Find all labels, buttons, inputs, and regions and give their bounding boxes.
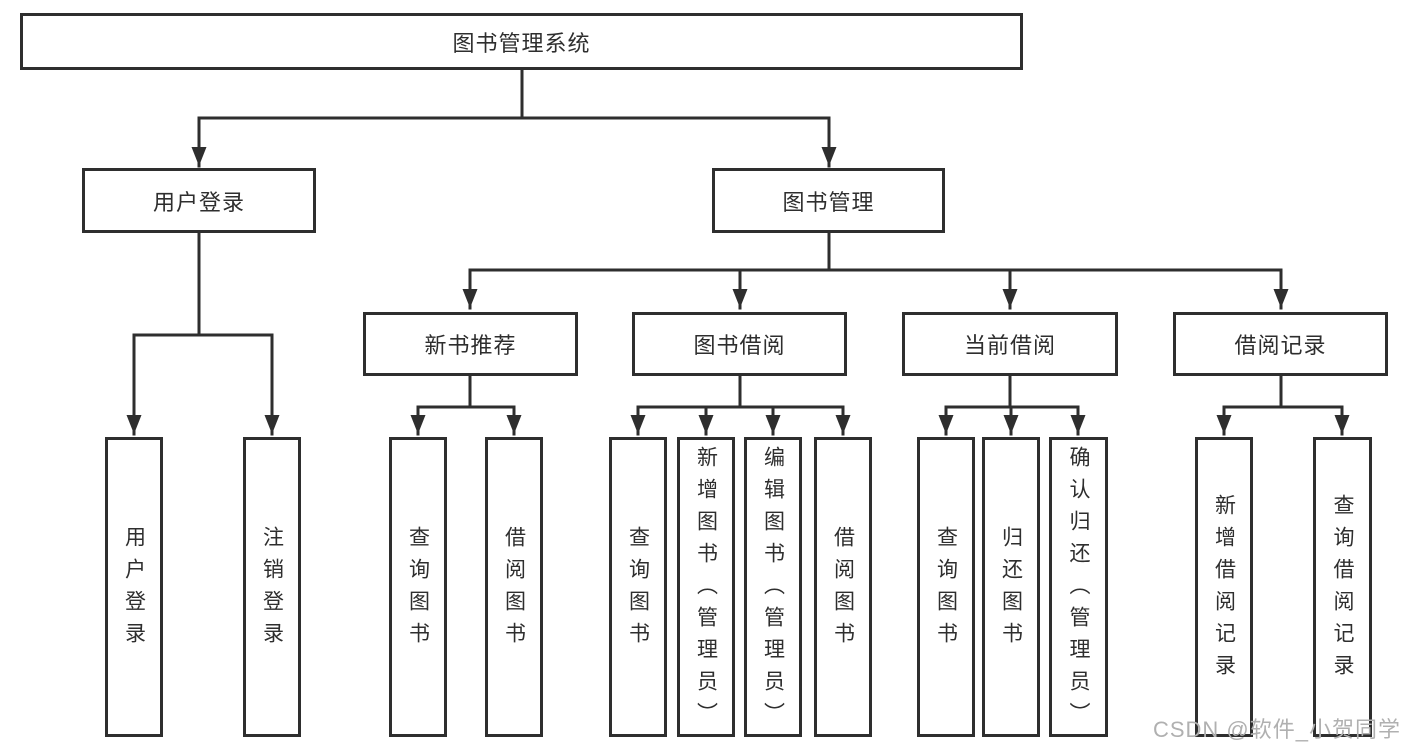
leaf-confirm-return-admin: 确认归还（管理员） <box>1049 437 1108 737</box>
leaf-add-book-admin: 新增图书（管理员） <box>677 437 735 737</box>
leaf-logout-login: 注销登录 <box>243 437 301 737</box>
leaf-borrow-book-borrow: 借阅图书 <box>814 437 872 737</box>
node-new-book-recommend: 新书推荐 <box>363 312 578 376</box>
leaf-user-login: 用户登录 <box>105 437 163 737</box>
leaf-borrow-book-recommend: 借阅图书 <box>485 437 543 737</box>
leaf-query-book-borrow: 查询图书 <box>609 437 667 737</box>
node-user-login: 用户登录 <box>82 168 316 233</box>
node-book-borrowing: 图书借阅 <box>632 312 847 376</box>
node-book-management: 图书管理 <box>712 168 945 233</box>
leaf-query-book-recommend: 查询图书 <box>389 437 447 737</box>
leaf-query-book-current: 查询图书 <box>917 437 975 737</box>
node-current-borrowing: 当前借阅 <box>902 312 1118 376</box>
csdn-watermark: CSDN @软件_小贺同学 <box>1152 717 1401 742</box>
leaf-edit-book-admin: 编辑图书（管理员） <box>744 437 802 737</box>
node-library-system: 图书管理系统 <box>20 13 1023 70</box>
leaf-add-borrow-record: 新增借阅记录 <box>1195 437 1253 737</box>
node-borrowing-records: 借阅记录 <box>1173 312 1388 376</box>
leaf-query-borrow-record: 查询借阅记录 <box>1313 437 1372 737</box>
leaf-return-book: 归还图书 <box>982 437 1040 737</box>
